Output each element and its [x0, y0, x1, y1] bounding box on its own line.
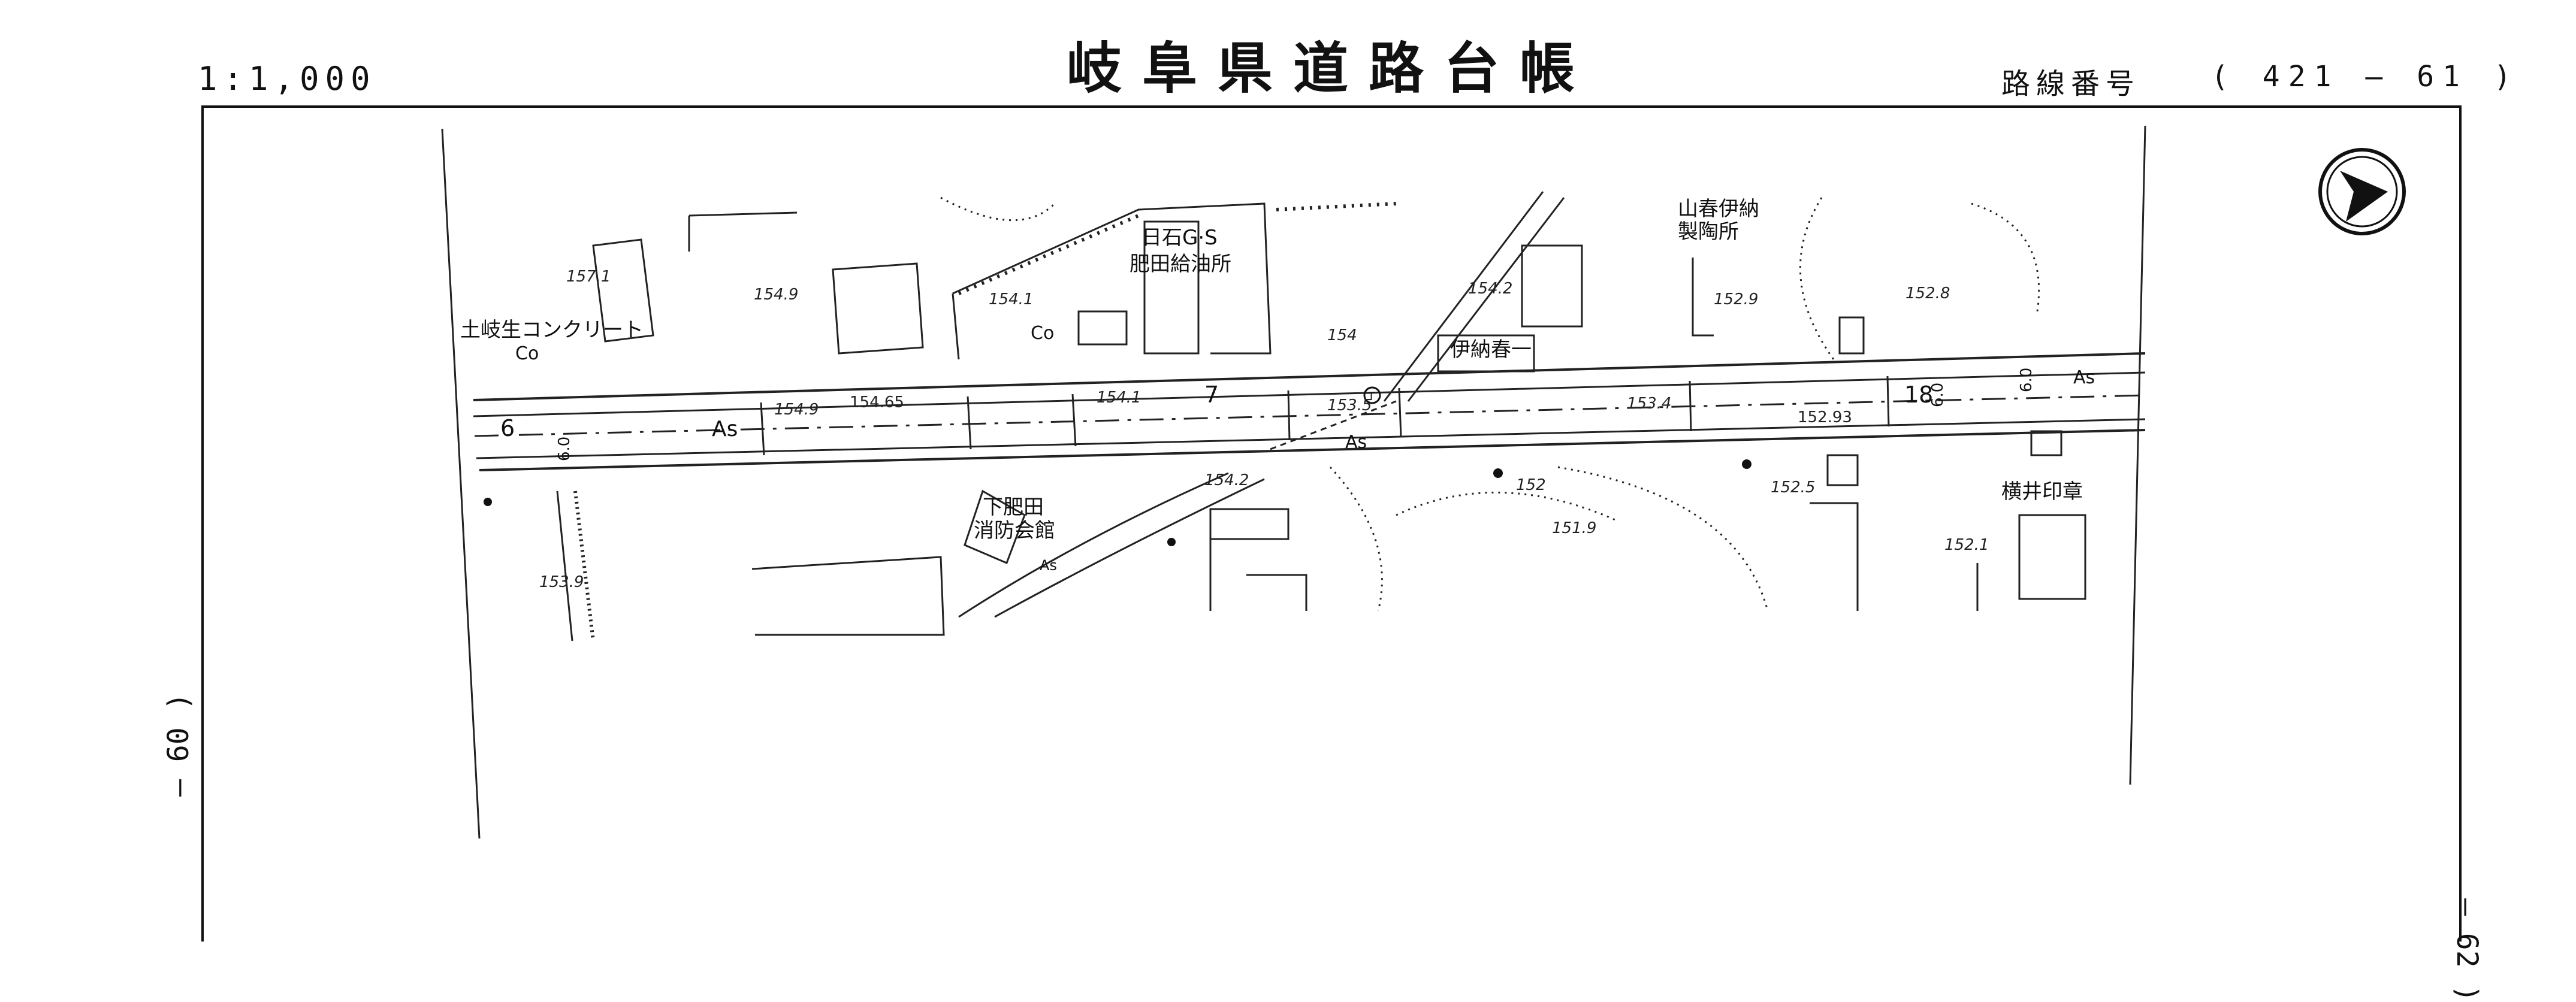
elevation-label: 157.1 [566, 268, 611, 286]
elevation-label: 152.9 [1714, 290, 1758, 308]
surface-code: As [2073, 367, 2095, 388]
elevation-label: 151.9 [1552, 519, 1596, 537]
map-frame [201, 105, 2462, 942]
elevation-label: 152 [1516, 476, 1546, 494]
building [1437, 334, 1535, 373]
map-scale: 1:1,000 [198, 60, 376, 98]
factory-type: 製陶所 [1678, 220, 1739, 244]
map-edge-left [441, 128, 481, 839]
elevation-label: 154.1 [989, 290, 1033, 308]
factory-owner: 山春伊納 [1678, 197, 1759, 221]
elevation-label: 154.9 [774, 401, 819, 419]
surface-code: Co [515, 343, 539, 364]
surface-code: As [1345, 432, 1367, 453]
map-edge-right [2129, 125, 2146, 785]
road-width: 6.0 [555, 437, 573, 461]
north-arrow-icon [2318, 148, 2406, 235]
road-width: 6.0 [2018, 368, 2036, 392]
surface-code: As [1040, 557, 1057, 574]
fire-hall-district: 下肥田 [983, 495, 1044, 519]
surface-code: As [712, 417, 738, 441]
elevation-label: 154.9 [754, 286, 798, 304]
road-inner-north [473, 371, 2146, 417]
route-number: ( 421 — 61 ) [2211, 60, 2520, 93]
gas-station-branch: 肥田給油所 [1130, 252, 1231, 276]
building [832, 262, 924, 355]
fire-hall-building [964, 489, 1026, 564]
road-width: 6.0 [1929, 383, 1947, 407]
road-inner-south [476, 418, 2146, 459]
seal-shop-name: 横井印章 [2001, 480, 2083, 504]
station-number: 7 [1204, 382, 1219, 408]
seal-shop-building [2018, 514, 2086, 600]
elevation-label: 154.2 [1204, 471, 1249, 489]
benchmark-label: T [1367, 390, 1375, 403]
elevation-label: 152.8 [1905, 284, 1950, 302]
elevation-label: 152.1 [1944, 536, 1989, 554]
road-centerline [474, 394, 2146, 437]
surface-code: Co [1031, 323, 1054, 344]
benchmark-symbol [1363, 386, 1381, 404]
gas-station-name: 日石G·S [1141, 226, 1218, 250]
fire-hall-name: 消防会館 [974, 519, 1055, 543]
elevation-label: 153.9 [539, 573, 584, 591]
elevation-label: 153.4 [1627, 395, 1671, 413]
residence-name: 伊納春一 [1450, 338, 1532, 362]
elevation-label: 153.5 [1327, 396, 1372, 414]
page-title: 岐阜県道路台帳 [1067, 37, 1596, 101]
route-number-label: 路線番号 [2001, 67, 2141, 101]
road-edge-south [479, 429, 2146, 471]
road-ledger-map: 日石G·S 肥田給油所 山春伊納 製陶所 土岐生コンクリート 伊納春一 下肥田 … [201, 105, 2462, 942]
linework [441, 125, 2146, 839]
elevation-label: 152.5 [1771, 479, 1815, 497]
elevation-label: 154.1 [1097, 389, 1141, 407]
elevation-label: 154.2 [1468, 280, 1512, 298]
survey-points [484, 459, 1751, 546]
station-number: 18 [1904, 382, 1933, 408]
concrete-company: 土岐生コンクリート [460, 318, 644, 342]
road-edge-north [473, 352, 2146, 401]
elevation-label: 154.65 [850, 393, 904, 411]
building [1521, 244, 1583, 328]
building [592, 238, 654, 343]
station-number: 6 [500, 415, 515, 441]
elevation-label: 152.93 [1798, 408, 1852, 426]
elevation-label: 154 [1327, 326, 1357, 344]
